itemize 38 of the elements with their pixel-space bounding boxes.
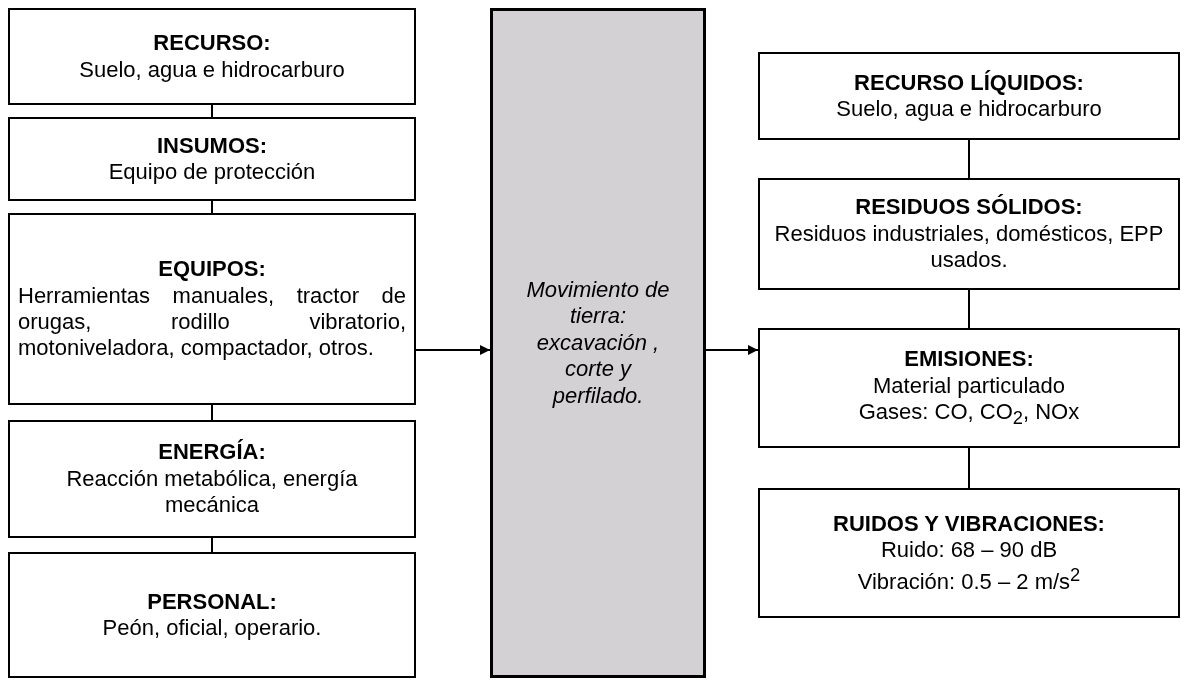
box-text: Material particulado Gases: CO, CO$_{2}$, NOx xyxy=(857,372,1081,430)
box-heading: RECURSO: xyxy=(153,30,271,57)
info-box xyxy=(8,552,416,678)
info-box xyxy=(8,8,416,105)
info-box xyxy=(758,328,1180,448)
box-heading: RECURSO LÍQUIDOS: xyxy=(854,69,1084,96)
box-text: Suelo, agua e hidrocarburo xyxy=(79,56,345,83)
box-heading: RUIDOS Y VIBRACIONES: xyxy=(833,510,1105,538)
box-heading: EMISIONES: xyxy=(904,346,1034,373)
info-box xyxy=(8,213,416,405)
box-heading: ENERGÍA: xyxy=(158,439,266,466)
connector-line xyxy=(211,200,213,214)
box-text: Herramientas manuales, tractor de orugas, rodillo vibratorio, motoniveladora, compactador, otros. xyxy=(18,282,406,362)
connector-line xyxy=(211,104,213,118)
box-text: Peón, oficial, operario. xyxy=(102,615,322,642)
box-text: Reacción metabólica, energía mecánica xyxy=(65,465,359,519)
box-heading: PERSONAL: xyxy=(147,588,277,615)
box-heading: INSUMOS: xyxy=(157,132,267,159)
box-text: Residuos industriales, domésticos, EPP usados. xyxy=(773,220,1165,274)
connector-line xyxy=(968,447,970,489)
connector-line xyxy=(968,289,970,329)
info-box xyxy=(8,117,416,201)
info-box xyxy=(758,52,1180,140)
arrow xyxy=(415,345,491,355)
box-text: Suelo, agua e hidrocarburo xyxy=(836,96,1102,123)
info-box xyxy=(758,488,1180,618)
info-box xyxy=(8,420,416,538)
connector-line xyxy=(211,537,213,553)
box-text: Movimiento de tierra: excavación , corte y perfilado. xyxy=(525,277,671,409)
info-box xyxy=(758,178,1180,290)
box-text: Equipo de protección xyxy=(108,159,316,186)
connector-line xyxy=(211,404,213,421)
arrow xyxy=(705,345,759,355)
box-heading: RESIDUOS SÓLIDOS: xyxy=(855,194,1083,221)
connector-line xyxy=(968,139,970,179)
box-heading: EQUIPOS: xyxy=(158,256,266,283)
process-box xyxy=(490,8,706,678)
box-text: Ruido: 68 – 90 dB Vibración: 0.5 – 2 m/s$^{2}$ xyxy=(856,537,1082,596)
